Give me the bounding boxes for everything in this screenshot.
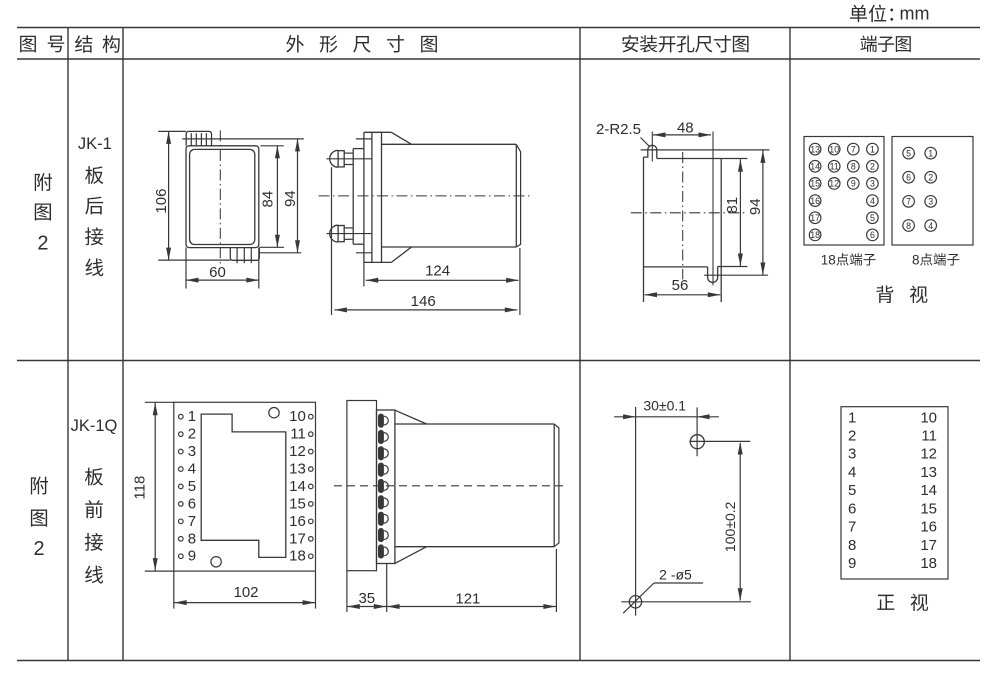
- svg-text:16: 16: [810, 196, 820, 206]
- svg-text:13: 13: [289, 461, 306, 478]
- svg-text:17: 17: [289, 530, 306, 547]
- svg-text:124: 124: [425, 263, 450, 280]
- svg-text:2 -ø5: 2 -ø5: [659, 567, 692, 583]
- svg-text:6: 6: [870, 230, 875, 240]
- svg-text:3: 3: [870, 179, 875, 189]
- svg-text:11: 11: [921, 428, 937, 445]
- svg-text:4: 4: [928, 221, 933, 231]
- svg-text:35: 35: [358, 590, 375, 607]
- svg-text:2: 2: [870, 162, 875, 172]
- svg-text:3: 3: [848, 446, 856, 463]
- svg-text:94: 94: [747, 198, 764, 215]
- svg-text:4: 4: [188, 461, 196, 478]
- svg-text:15: 15: [810, 179, 820, 189]
- svg-text:1: 1: [821, 252, 829, 267]
- svg-text:8: 8: [848, 537, 856, 554]
- svg-text:6: 6: [188, 495, 196, 512]
- svg-text:1: 1: [848, 409, 856, 426]
- svg-text:16: 16: [289, 513, 306, 530]
- svg-text:2: 2: [188, 426, 196, 443]
- svg-text:9: 9: [188, 548, 196, 565]
- svg-text:16: 16: [920, 519, 937, 536]
- svg-text:84: 84: [260, 191, 277, 208]
- svg-text:17: 17: [810, 213, 820, 223]
- svg-text:5: 5: [870, 213, 875, 223]
- svg-text:11: 11: [290, 426, 306, 443]
- svg-text:14: 14: [289, 478, 306, 495]
- svg-text:mm: mm: [900, 3, 930, 23]
- svg-text:5: 5: [848, 482, 856, 499]
- svg-text:9: 9: [848, 555, 856, 572]
- svg-text:18: 18: [810, 230, 820, 240]
- svg-text:17: 17: [920, 537, 937, 554]
- svg-text:5: 5: [188, 478, 196, 495]
- svg-text:2: 2: [848, 428, 856, 445]
- svg-text:5: 5: [906, 148, 911, 158]
- svg-text:10: 10: [920, 409, 937, 426]
- svg-text:8: 8: [851, 162, 856, 172]
- svg-text:14: 14: [810, 162, 820, 172]
- svg-text:8: 8: [828, 252, 836, 267]
- svg-text:8: 8: [906, 221, 911, 231]
- svg-text:121: 121: [455, 590, 480, 607]
- svg-text:146: 146: [411, 293, 436, 310]
- svg-text:13: 13: [920, 464, 937, 481]
- svg-text:7: 7: [188, 513, 196, 530]
- svg-text:30±0.1: 30±0.1: [643, 398, 686, 414]
- svg-text:8: 8: [188, 530, 196, 547]
- svg-text:2: 2: [37, 232, 48, 254]
- svg-text:8: 8: [912, 252, 920, 267]
- svg-text:3: 3: [188, 443, 196, 460]
- svg-text:JK-1Q: JK-1Q: [71, 417, 118, 435]
- svg-text:1: 1: [188, 408, 196, 425]
- svg-text:56: 56: [672, 277, 689, 294]
- svg-text:10: 10: [289, 408, 306, 425]
- svg-text:118: 118: [132, 476, 149, 500]
- svg-text:6: 6: [906, 173, 911, 183]
- svg-text:18: 18: [920, 555, 937, 572]
- svg-text:15: 15: [289, 495, 306, 512]
- svg-text:4: 4: [848, 464, 856, 481]
- svg-text:100±0.2: 100±0.2: [722, 501, 738, 552]
- svg-text:15: 15: [920, 500, 937, 517]
- svg-text:7: 7: [848, 519, 856, 536]
- svg-text:102: 102: [233, 584, 258, 601]
- svg-text:1: 1: [928, 148, 933, 158]
- svg-text:4: 4: [870, 196, 875, 206]
- svg-text:12: 12: [920, 446, 937, 463]
- svg-text:1: 1: [870, 144, 875, 154]
- svg-text:3: 3: [928, 197, 933, 207]
- svg-text:94: 94: [282, 190, 299, 207]
- svg-text:7: 7: [851, 144, 856, 154]
- svg-text:7: 7: [906, 197, 911, 207]
- svg-text:13: 13: [810, 144, 820, 154]
- svg-text:2: 2: [928, 173, 933, 183]
- svg-text:6: 6: [848, 500, 856, 517]
- svg-text:12: 12: [289, 443, 306, 460]
- svg-text:2-R2.5: 2-R2.5: [596, 121, 641, 138]
- svg-text:9: 9: [851, 179, 856, 189]
- svg-text:60: 60: [209, 264, 226, 281]
- svg-text:18: 18: [289, 548, 306, 565]
- svg-text:81: 81: [724, 197, 741, 214]
- svg-text:11: 11: [830, 162, 839, 172]
- svg-text:14: 14: [920, 482, 937, 499]
- svg-text:12: 12: [829, 179, 839, 189]
- svg-text:10: 10: [829, 144, 839, 154]
- svg-text:48: 48: [677, 120, 694, 137]
- svg-text:2: 2: [33, 538, 44, 560]
- svg-text:106: 106: [153, 189, 170, 214]
- svg-text:JK-1: JK-1: [78, 135, 112, 153]
